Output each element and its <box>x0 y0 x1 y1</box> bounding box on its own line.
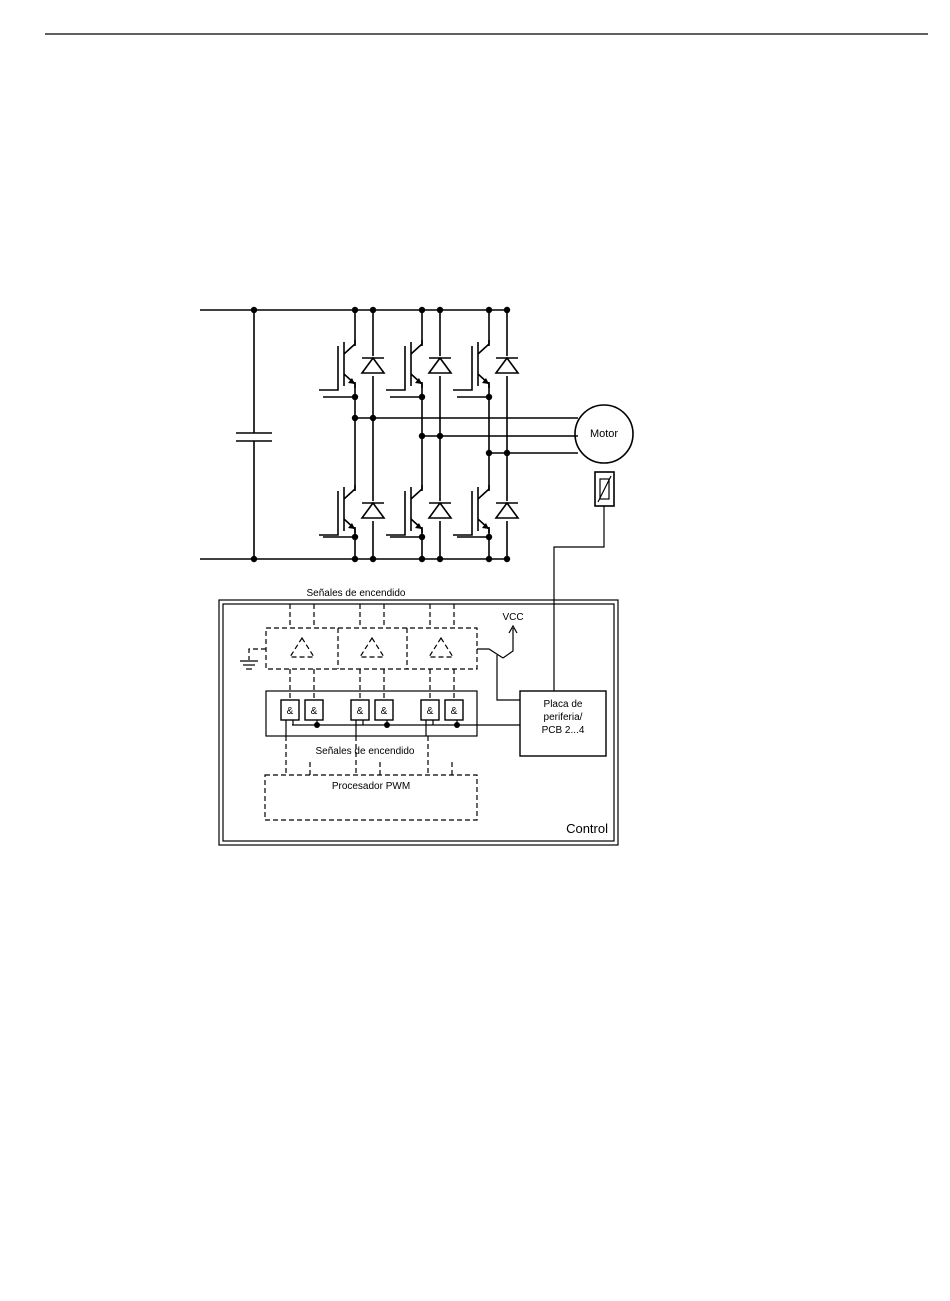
and-gate-icon: & <box>445 700 463 728</box>
peripheral-board-line1: Placa de <box>544 699 583 710</box>
junction-dot <box>419 556 425 562</box>
svg-text:&: & <box>357 706 364 717</box>
svg-text:&: & <box>287 706 294 717</box>
upper-igbt-icon <box>453 340 491 397</box>
igbt-half-bridges <box>319 307 518 562</box>
peripheral-board-line3: PCB 2...4 <box>542 725 585 736</box>
driver-triangle-icon <box>290 638 453 657</box>
and-gates: &&&&&& <box>281 700 463 736</box>
freewheel-diode-icon <box>429 356 451 376</box>
lower-igbt-icon <box>386 485 424 537</box>
motor-label: Motor <box>590 428 618 440</box>
control-section: Señales de encendido VCC <box>219 588 618 845</box>
freewheel-diode-icon <box>362 356 384 376</box>
half-bridge-3 <box>453 307 518 562</box>
signals-bottom-label: Señales de encendido <box>316 746 415 757</box>
junction-dot <box>437 556 443 562</box>
thermistor-icon <box>595 472 614 506</box>
junction-dot <box>370 556 376 562</box>
junction-dot <box>352 307 358 313</box>
control-label: Control <box>566 821 608 836</box>
driver-to-gate-lines <box>290 669 454 700</box>
junction-dot <box>486 307 492 313</box>
junction-dot <box>486 556 492 562</box>
junction-dot <box>437 307 443 313</box>
upper-igbt-icon <box>386 340 424 397</box>
freewheel-diode-icon <box>429 501 451 521</box>
junction-dot <box>370 307 376 313</box>
and-gate-icon: & <box>375 700 393 728</box>
freewheel-diode-icon <box>362 501 384 521</box>
and-gate-icon: & <box>281 700 299 736</box>
pwm-label: Procesador PWM <box>332 781 410 792</box>
firing-signal-lines-top <box>290 604 454 628</box>
junction-dot <box>419 307 425 313</box>
freewheel-diode-icon <box>496 356 518 376</box>
and-gate-icon: & <box>351 700 369 736</box>
svg-text:&: & <box>427 706 434 717</box>
upper-igbt-icon <box>319 340 357 397</box>
svg-text:&: & <box>381 706 388 717</box>
freewheel-diode-icon <box>496 501 518 521</box>
vcc-switch: VCC <box>477 612 524 700</box>
dc-link-capacitor <box>236 307 272 562</box>
sensor-wire <box>554 506 604 700</box>
vcc-label: VCC <box>502 612 523 623</box>
motor: Motor <box>575 405 633 463</box>
and-gate-icon: & <box>421 700 439 736</box>
and-gate-icon: & <box>305 700 323 728</box>
lower-igbt-icon <box>319 485 357 537</box>
svg-text:&: & <box>311 706 318 717</box>
lower-igbt-icon <box>453 485 491 537</box>
signals-top-label: Señales de encendido <box>307 588 406 599</box>
gate-driver-block <box>266 628 477 669</box>
junction-dot <box>504 307 510 313</box>
junction-dot <box>504 556 510 562</box>
peripheral-board-line2: periferia/ <box>544 712 583 723</box>
power-stage: Motor <box>200 307 633 700</box>
half-bridge-1 <box>319 307 384 562</box>
junction-dot <box>352 556 358 562</box>
ground-icon <box>240 649 266 669</box>
svg-text:&: & <box>451 706 458 717</box>
